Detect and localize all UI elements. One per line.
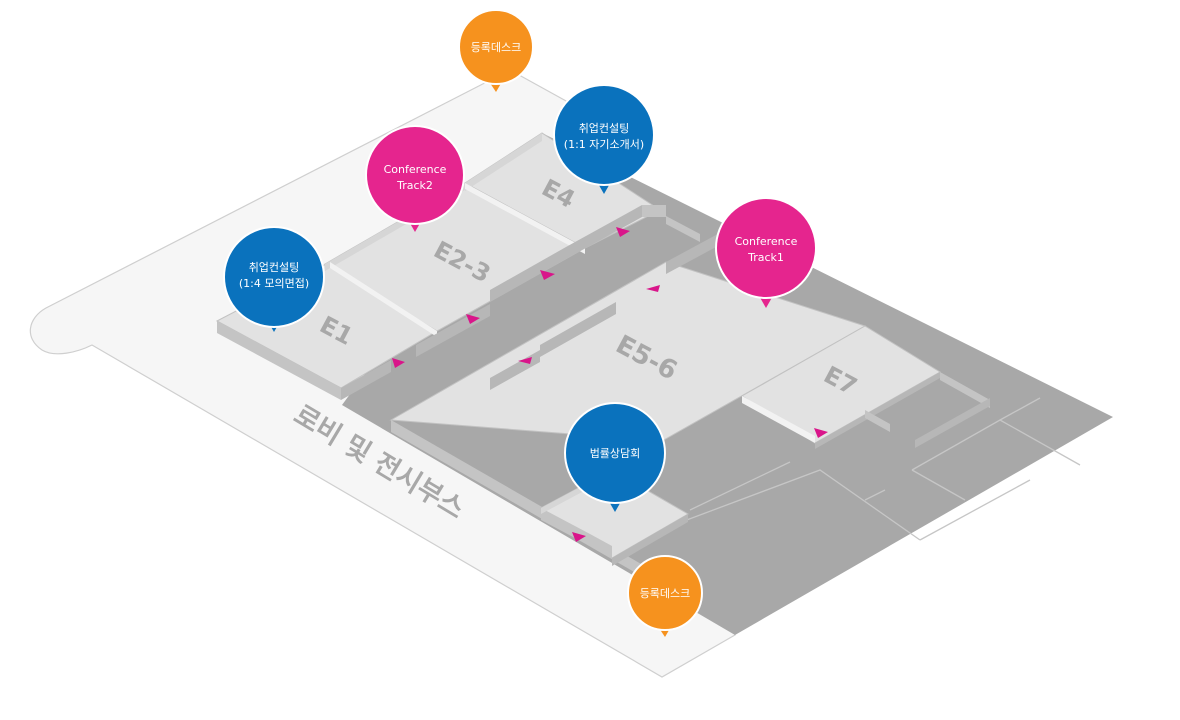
pin-circle (627, 555, 703, 631)
entrance-arrow (572, 532, 586, 542)
pin-label: (1:4 모의면접) (239, 277, 309, 290)
pin-legal-consultation[interactable]: 법률상담회 (564, 402, 666, 512)
pin-conference-track1[interactable]: Conference Track1 (715, 197, 817, 308)
entrance-arrow (646, 285, 660, 292)
room-e7[interactable]: E7 (741, 325, 990, 449)
corridor-lines (659, 397, 1081, 541)
corridor-divider-wall (666, 216, 700, 242)
pin-circle (564, 402, 666, 504)
pin-circle (458, 9, 534, 85)
pin-label: 등록데스크 (471, 41, 522, 54)
pin-registration-top[interactable]: 등록데스크 (458, 9, 534, 92)
map-pins: 등록데스크 취업컨설팅 (1:4 모의면접) Conference Track2… (223, 9, 817, 637)
pin-label: 등록데스크 (640, 587, 691, 600)
pin-label: Track1 (747, 251, 784, 264)
pin-circle (223, 226, 325, 328)
pin-circle (365, 125, 465, 225)
pin-label: 취업컨설팅 (249, 261, 300, 274)
pin-career-consulting-e4[interactable]: 취업컨설팅 (1:1 자기소개서) (553, 84, 655, 194)
pin-label: Track2 (396, 179, 433, 192)
pin-conference-track2[interactable]: Conference Track2 (365, 125, 465, 232)
pin-label: Conference (384, 163, 447, 176)
pin-label: (1:1 자기소개서) (564, 138, 644, 151)
pin-circle (715, 197, 817, 299)
pin-circle (553, 84, 655, 186)
entrance-arrow (518, 357, 532, 364)
pin-label: 법률상담회 (590, 447, 641, 460)
entrance-arrows (392, 227, 828, 542)
pin-label: 취업컨설팅 (579, 122, 630, 135)
room-e4[interactable]: E4 (464, 132, 666, 259)
entrance-arrow (616, 227, 630, 237)
entrance-arrow (392, 358, 405, 368)
pin-registration-bottom[interactable]: 등록데스크 (627, 555, 703, 637)
pin-career-consulting-e1[interactable]: 취업컨설팅 (1:4 모의면접) (223, 226, 325, 332)
entrance-arrow (814, 428, 828, 438)
entrance-arrow (466, 314, 480, 324)
entrance-arrow (540, 270, 555, 280)
pin-label: Conference (735, 235, 798, 248)
